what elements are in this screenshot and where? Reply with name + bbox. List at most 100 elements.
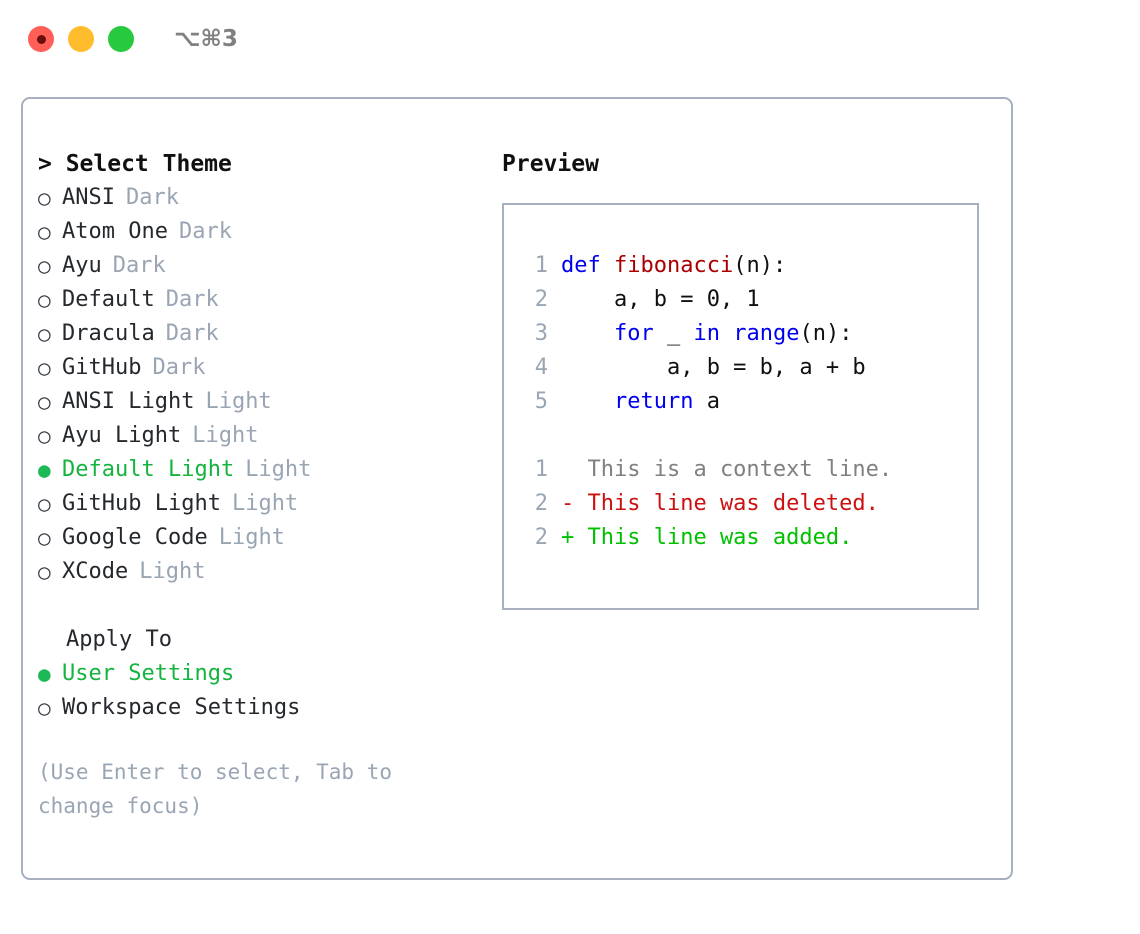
code-token: fibonacci bbox=[613, 253, 734, 278]
line-number: 3 bbox=[534, 321, 548, 346]
close-window-dot bbox=[36, 34, 46, 44]
theme-name-label: GitHub Light bbox=[62, 491, 221, 516]
select-theme-header: > Select Theme bbox=[38, 151, 232, 177]
code-token: return bbox=[613, 389, 694, 414]
code-line: 2 a, b = 0, 1 bbox=[522, 283, 977, 317]
code-token bbox=[561, 321, 614, 346]
code-text: a, b = 0, 1 bbox=[561, 283, 760, 317]
code-line: 3 for _ in range(n): bbox=[522, 317, 977, 351]
theme-name-label: GitHub bbox=[62, 355, 142, 380]
theme-kind-badge: Light bbox=[192, 423, 259, 448]
minimize-window-icon[interactable] bbox=[68, 26, 94, 52]
theme-name-label: Dracula bbox=[62, 321, 155, 346]
theme-name-label: ANSI Light bbox=[62, 389, 195, 414]
diff-line: 2 - This line was deleted. bbox=[522, 487, 977, 521]
code-token: in bbox=[693, 321, 720, 346]
theme-list-item[interactable]: ○ Ayu Dark bbox=[38, 249, 468, 283]
apply-to-option-label: Workspace Settings bbox=[62, 695, 301, 720]
theme-name-label: Default bbox=[62, 287, 155, 312]
theme-kind-badge: Light bbox=[245, 457, 312, 482]
code-token: (n): bbox=[733, 253, 787, 278]
theme-kind-badge: Dark bbox=[152, 355, 206, 380]
code-token: range bbox=[733, 321, 800, 346]
code-token: (n): bbox=[799, 321, 853, 346]
code-text: return a bbox=[561, 385, 720, 419]
theme-kind-badge: Dark bbox=[125, 185, 179, 210]
radio-unselected-icon: ○ bbox=[38, 696, 51, 720]
maximize-window-icon[interactable] bbox=[108, 26, 134, 52]
code-text: def fibonacci(n): bbox=[561, 249, 786, 283]
line-number: 2 bbox=[534, 287, 548, 312]
theme-list-item[interactable]: ○ Dracula Dark bbox=[38, 317, 468, 351]
theme-name-label: XCode bbox=[62, 559, 129, 584]
apply-to-option[interactable]: ●User Settings bbox=[38, 657, 468, 691]
code-token bbox=[561, 389, 614, 414]
radio-selected-icon: ● bbox=[38, 458, 51, 482]
code-token bbox=[720, 321, 733, 346]
window-shortcut-label: ⌥⌘3 bbox=[174, 26, 238, 52]
theme-list-item[interactable]: ○ ANSI Light Light bbox=[38, 385, 468, 419]
theme-kind-badge: Dark bbox=[178, 219, 232, 244]
radio-unselected-icon: ○ bbox=[38, 322, 51, 346]
theme-list-item[interactable]: ○ XCode Light bbox=[38, 555, 468, 589]
diff-text: This is a context line. bbox=[561, 457, 893, 482]
radio-unselected-icon: ○ bbox=[38, 356, 51, 380]
code-text: a, b = b, a + b bbox=[561, 351, 866, 385]
line-number: 1 bbox=[534, 253, 548, 278]
line-number: 2 bbox=[534, 491, 548, 516]
theme-list-item[interactable]: ○ Atom One Dark bbox=[38, 215, 468, 249]
line-number: 5 bbox=[534, 389, 548, 414]
radio-unselected-icon: ○ bbox=[38, 220, 51, 244]
radio-unselected-icon: ○ bbox=[38, 186, 51, 210]
apply-to-header: Apply To bbox=[66, 627, 172, 652]
apply-to-option[interactable]: ○ Workspace Settings bbox=[38, 691, 468, 725]
diff-text: + This line was added. bbox=[561, 525, 853, 550]
radio-unselected-icon: ○ bbox=[38, 492, 51, 516]
theme-name-label: Ayu bbox=[62, 253, 102, 278]
theme-kind-badge: Light bbox=[139, 559, 206, 584]
code-line: 1 def fibonacci(n): bbox=[522, 249, 977, 283]
window-titlebar: ⌥⌘3 bbox=[0, 0, 1140, 78]
code-token: for bbox=[613, 321, 654, 346]
keyboard-hint-text: (Use Enter to select, Tab to change focu… bbox=[38, 760, 393, 818]
radio-unselected-icon: ○ bbox=[38, 424, 51, 448]
theme-kind-badge: Light bbox=[231, 491, 299, 516]
code-token: a, b = b, a + b bbox=[561, 355, 866, 380]
radio-unselected-icon: ○ bbox=[38, 254, 51, 278]
code-line: 4 a, b = b, a + b bbox=[522, 351, 977, 385]
theme-kind-badge: Dark bbox=[165, 321, 219, 346]
diff-sample: 1 This is a context line. 2 - This line wa… bbox=[522, 453, 977, 555]
close-window-icon[interactable] bbox=[28, 26, 54, 52]
traffic-light-group bbox=[28, 26, 134, 52]
theme-name-label: Atom One bbox=[62, 219, 168, 244]
code-line: 5 return a bbox=[522, 385, 977, 419]
list-spacer bbox=[38, 589, 468, 623]
code-text: for _ in range(n): bbox=[561, 317, 852, 351]
diff-line: 1 This is a context line. bbox=[522, 453, 977, 487]
code-token: a bbox=[693, 389, 720, 414]
radio-selected-icon: ● bbox=[38, 662, 51, 686]
diff-text: - This line was deleted. bbox=[561, 491, 879, 516]
radio-unselected-icon: ○ bbox=[38, 560, 51, 584]
diff-line: 2 + This line was added. bbox=[522, 521, 977, 555]
theme-kind-badge: Dark bbox=[112, 253, 166, 278]
code-token: a, b = 0, 1 bbox=[561, 287, 760, 312]
line-number: 2 bbox=[534, 525, 548, 550]
theme-list-item[interactable]: ○ GitHub Dark bbox=[38, 351, 468, 385]
theme-kind-badge: Light bbox=[205, 389, 272, 414]
theme-list-item[interactable]: ○ GitHub Light Light bbox=[38, 487, 468, 521]
radio-unselected-icon: ○ bbox=[38, 390, 51, 414]
theme-kind-badge: Dark bbox=[165, 287, 219, 312]
code-blank-line bbox=[522, 419, 977, 453]
